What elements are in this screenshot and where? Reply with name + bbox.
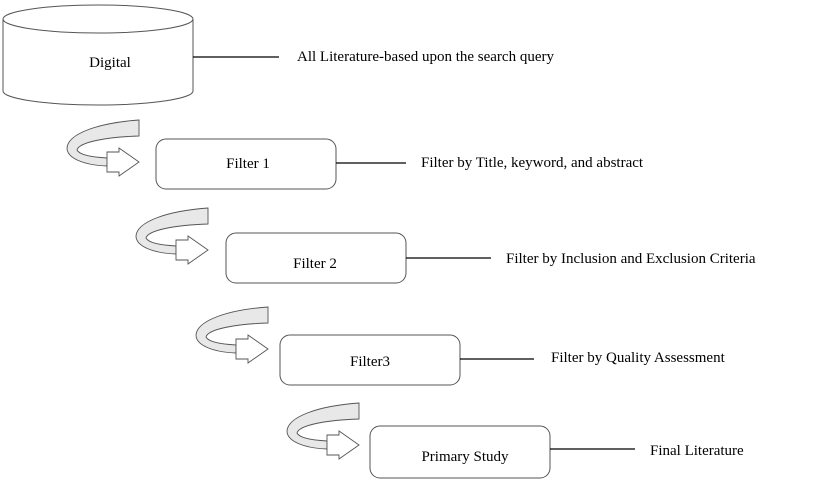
curved-arrow-3	[195, 306, 269, 364]
digital-label: Digital	[89, 55, 131, 71]
digital-cylinder-top	[2, 4, 194, 34]
filter-3-description: Filter by Quality Assessment	[551, 350, 726, 366]
digital-node: Digital	[2, 4, 194, 106]
curved-arrow-4	[286, 402, 360, 460]
filter-3-node: Filter3	[279, 334, 461, 386]
curved-arrow-1	[66, 119, 140, 177]
arrow-head	[326, 430, 360, 460]
arrow-head	[106, 147, 140, 177]
filter-2-label: Filter 2	[293, 256, 337, 272]
arrow-head	[175, 235, 209, 265]
filter-2-description: Filter by Inclusion and Exclusion Criter…	[506, 251, 756, 267]
filter-1-node: Filter 1	[155, 138, 337, 190]
primary-study-node: Primary Study	[369, 425, 551, 479]
filter-3-label: Filter3	[350, 354, 390, 370]
filter-1-box	[155, 138, 337, 190]
filter-1-description: Filter by Title, keyword, and abstract	[421, 155, 644, 171]
filter-3-box	[279, 334, 461, 386]
filter-1-label: Filter 1	[226, 156, 270, 172]
primary-study-description: Final Literature	[650, 443, 744, 459]
digital-cylinder-shape	[2, 19, 194, 106]
arrow-head	[235, 334, 269, 364]
filter-2-node: Filter 2	[225, 232, 407, 284]
digital-description: All Literature-based upon the search que…	[297, 49, 554, 65]
curved-arrow-2	[135, 207, 209, 265]
primary-study-label: Primary Study	[421, 449, 509, 465]
primary-study-box	[369, 425, 551, 479]
